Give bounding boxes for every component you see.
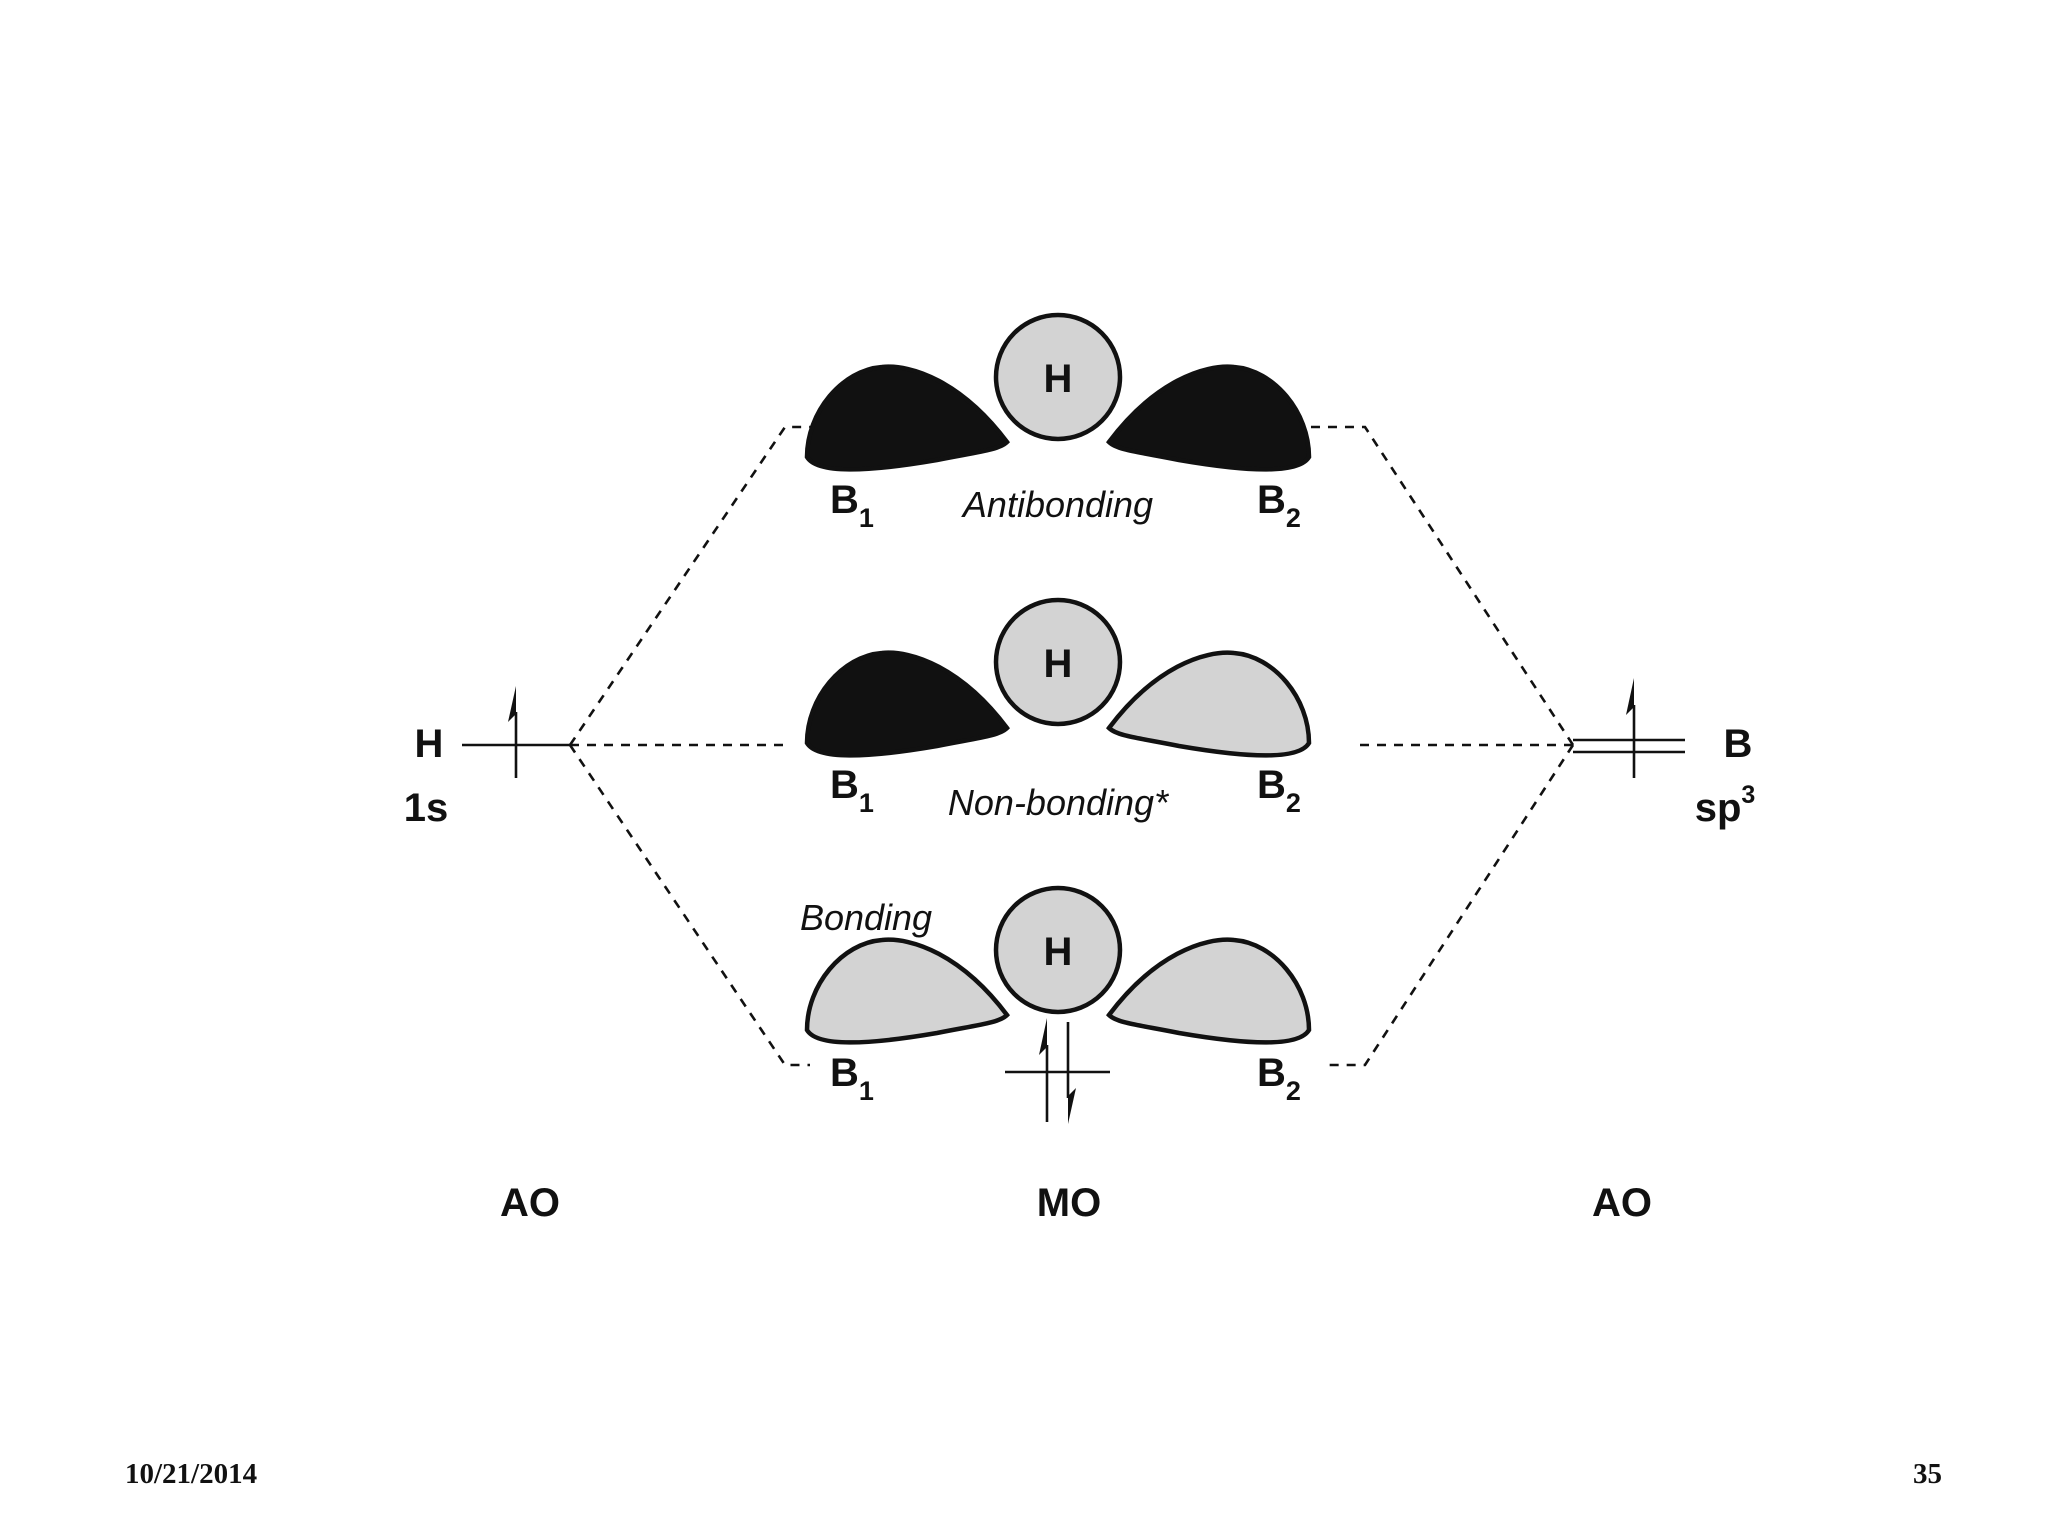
right-boron-lobe-light bbox=[1109, 940, 1309, 1043]
left-atomic-orbital: H 1s bbox=[404, 686, 570, 830]
boron-left-label: B1 bbox=[830, 1051, 874, 1106]
left-ao-element: H bbox=[415, 722, 444, 766]
hydrogen-orbital-circle bbox=[993, 885, 1123, 1015]
mo-antibonding: H Antibonding B1 B2 bbox=[807, 312, 1309, 533]
line-b-to-antibonding bbox=[1275, 425, 1575, 746]
hydrogen-orbital-circle bbox=[993, 597, 1123, 727]
right-boron-lobe-dark bbox=[1109, 367, 1309, 470]
column-label-left-ao: AO bbox=[500, 1181, 560, 1225]
column-label-right-ao: AO bbox=[1592, 1181, 1652, 1225]
right-atomic-orbital: B sp3 bbox=[1573, 678, 1755, 830]
correlation-lines bbox=[568, 425, 1575, 1067]
spin-up-electron-icon bbox=[508, 686, 518, 778]
mo-bonding: H Bonding B1 B2 bbox=[800, 885, 1309, 1124]
right-boron-lobe-light bbox=[1109, 653, 1309, 756]
mo-nonbonding: H Non-bonding* B1 B2 bbox=[807, 597, 1309, 823]
spin-up-electron-icon bbox=[1626, 678, 1636, 778]
boron-left-label: B1 bbox=[830, 478, 874, 533]
boron-right-label: B2 bbox=[1257, 478, 1301, 533]
mo-label-bonding: Bonding bbox=[800, 897, 932, 938]
right-ao-element: B bbox=[1724, 722, 1753, 766]
line-h-to-antibonding bbox=[568, 425, 845, 746]
footer-page-number: 35 bbox=[1913, 1458, 1942, 1490]
mo-label-nonbonding: Non-bonding* bbox=[948, 782, 1169, 823]
line-h-to-bonding bbox=[568, 744, 810, 1067]
boron-right-label: B2 bbox=[1257, 763, 1301, 818]
left-boron-lobe-dark bbox=[807, 653, 1007, 756]
left-boron-lobe-dark bbox=[807, 367, 1007, 470]
right-ao-orbital: sp3 bbox=[1695, 781, 1756, 830]
line-b-to-bonding bbox=[1325, 744, 1575, 1067]
mo-label-antibonding: Antibonding bbox=[961, 484, 1153, 525]
center-atom-label: H bbox=[1044, 930, 1073, 974]
center-atom-label: H bbox=[1044, 642, 1073, 686]
footer-date: 10/21/2014 bbox=[125, 1458, 258, 1490]
hydrogen-orbital-circle bbox=[993, 312, 1123, 442]
boron-left-label: B1 bbox=[830, 763, 874, 818]
paired-electrons-icon bbox=[1039, 1018, 1076, 1124]
boron-right-label: B2 bbox=[1257, 1051, 1301, 1106]
left-boron-lobe-light bbox=[807, 940, 1007, 1043]
column-label-mo: MO bbox=[1037, 1181, 1101, 1225]
left-ao-orbital: 1s bbox=[404, 786, 449, 830]
center-atom-label: H bbox=[1044, 357, 1073, 401]
